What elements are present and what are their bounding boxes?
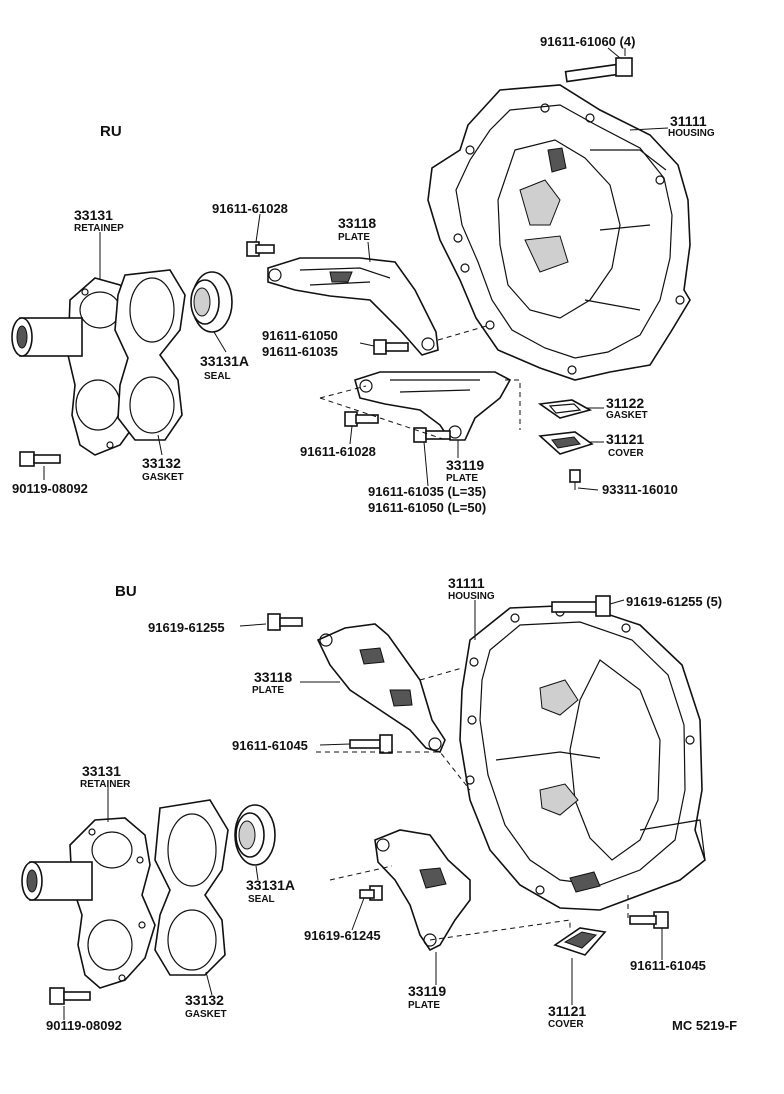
ru-bolt-pair-a-part-number: 91611-61050 xyxy=(262,328,338,343)
bu-plate-mid-bolt-drawing xyxy=(349,734,393,754)
bu-gasket-33132-part-number: 33132 xyxy=(185,992,224,1008)
bu-seal-part-number: 33131A xyxy=(246,877,295,893)
bu-plate-33119-drawing xyxy=(374,829,471,952)
ru-retainer-part-name: RETAINEP xyxy=(74,223,124,234)
bu-plate-lower-bolt-part-number: 91619-61245 xyxy=(304,928,381,943)
ru-housing-part-number: 31111 xyxy=(670,113,707,129)
ru-section: RU 91611-61060 (4) 31111 HOUSING 33131 R… xyxy=(11,34,715,515)
ru-gasket-31122-part-number: 31122 xyxy=(606,395,644,411)
bu-retainer-bolt-part-number: 90119-08092 xyxy=(46,1018,122,1033)
ru-housing-bolt-drawing xyxy=(564,48,633,83)
ru-gasket-31122-drawing xyxy=(537,399,593,419)
ru-cover-31121-part-name: COVER xyxy=(608,448,644,459)
ru-bolt-pair-b-part-number: 91611-61035 xyxy=(262,344,338,359)
ru-plate-33119-part-number: 33119 xyxy=(446,457,484,473)
bu-cover-31121-drawing xyxy=(553,927,607,956)
ru-cover-31121-part-number: 31121 xyxy=(606,431,644,447)
bu-housing-part-name: HOUSING xyxy=(448,591,495,602)
ru-housing-bolt-part-number: 91611-61060 (4) xyxy=(540,34,635,49)
bu-right-bolt-part-number: 91611-61045 xyxy=(630,958,706,973)
drawing-code: MC 5219-F xyxy=(672,1018,737,1033)
bu-section-label: BU xyxy=(115,583,137,600)
ru-seal-part-name: SEAL xyxy=(204,371,231,382)
ru-gasket-33132-part-number: 33132 xyxy=(142,455,181,471)
ru-gasket-33132-part-name: GASKET xyxy=(142,472,184,483)
ru-plate-33118-part-number: 33118 xyxy=(338,215,376,231)
ru-plate-33119-drawing xyxy=(354,371,512,441)
bu-plate-mid-bolt-part-number: 91611-61045 xyxy=(232,738,308,753)
bu-plate-33118-part-name: PLATE xyxy=(252,685,284,696)
ru-housing-drawing xyxy=(427,84,691,381)
bu-cover-31121-part-name: COVER xyxy=(548,1019,584,1030)
bu-plate-33119-part-name: PLATE xyxy=(408,1000,440,1011)
bu-housing-drawing xyxy=(459,604,706,911)
ru-gasket-31122-part-name: GASKET xyxy=(606,410,648,421)
ru-plate-33118-drawing xyxy=(267,257,439,356)
ru-retainer-part-number: 33131 xyxy=(74,207,113,223)
bu-assembly-lines xyxy=(316,667,629,941)
ru-plate-lower-bolt-part-number: 91611-61028 xyxy=(300,444,376,459)
ru-leader-lines xyxy=(43,47,669,491)
bu-plate-33118-part-number: 33118 xyxy=(254,669,292,685)
bu-plate-33119-part-number: 33119 xyxy=(408,983,446,999)
bu-plate-upper-bolt-part-number: 91619-61255 xyxy=(148,620,225,635)
bu-seal-drawing xyxy=(234,804,276,866)
bu-gasket-drawing xyxy=(154,799,229,976)
ru-plate-33118-part-name: PLATE xyxy=(338,232,370,243)
bu-leader-lines xyxy=(63,599,663,1020)
ru-bolt-length-50: 91611-61050 (L=50) xyxy=(368,500,486,515)
ru-bolts-drawing xyxy=(19,241,581,490)
bu-cover-31121-part-number: 31121 xyxy=(548,1003,586,1019)
bu-bolts-drawing xyxy=(49,613,669,1005)
bu-housing-bolt-drawing xyxy=(551,595,611,617)
ru-plate-upper-bolt-part-number: 91611-61028 xyxy=(212,201,288,216)
bu-section: BU 31111 HOUSING 91619-61255 (5) 91619-6… xyxy=(21,575,737,1033)
ru-bolt-length-35: 91611-61035 (L=35) xyxy=(368,484,486,499)
ru-seal-part-number: 33131A xyxy=(200,353,249,369)
ru-gasket-drawing xyxy=(114,269,186,441)
bu-housing-bolt-part-number: 91619-61255 (5) xyxy=(626,594,722,609)
ru-seal-drawing xyxy=(190,271,233,333)
ru-plate-33119-part-name: PLATE xyxy=(446,473,478,484)
bu-retainer-drawing xyxy=(21,817,156,989)
bu-retainer-part-number: 33131 xyxy=(82,763,121,779)
ru-retainer-bolt-part-number: 90119-08092 xyxy=(12,481,88,496)
bu-seal-part-name: SEAL xyxy=(248,894,275,905)
ru-cover-31121-drawing xyxy=(538,431,594,455)
bu-plate-33118-drawing xyxy=(316,623,446,753)
bu-housing-part-number: 31111 xyxy=(448,575,485,591)
bu-gasket-33132-part-name: GASKET xyxy=(185,1009,227,1020)
ru-housing-part-name: HOUSING xyxy=(668,128,715,139)
ru-section-label: RU xyxy=(100,123,122,140)
ru-assembly-lines xyxy=(319,324,521,441)
ru-cover-screw-part-number: 93311-16010 xyxy=(602,482,678,497)
bu-retainer-part-name: RETAINER xyxy=(80,779,131,790)
